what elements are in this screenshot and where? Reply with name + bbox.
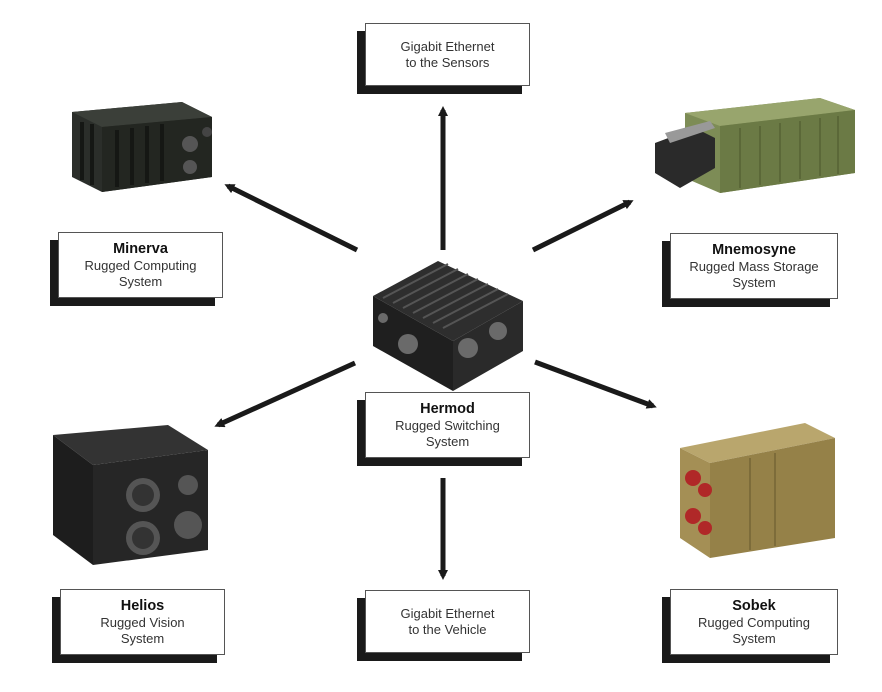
- arrow-to-helios: [214, 360, 357, 428]
- hermod-device-image: [373, 261, 523, 391]
- sobek-name: Sobek: [732, 598, 776, 614]
- hermod-line1: Rugged Switching: [395, 418, 500, 433]
- vehicle-line1: Gigabit Ethernet: [400, 605, 495, 621]
- sensors-node: Gigabit Ethernet to the Sensors: [365, 23, 530, 86]
- mnemosyne-line1: Rugged Mass Storage: [689, 259, 819, 274]
- mnemosyne-node: Mnemosyne Rugged Mass Storage System: [670, 233, 838, 299]
- mnemosyne-device-image: [655, 98, 855, 193]
- arrow-to-minerva: [224, 183, 359, 253]
- helios-line2: System: [120, 631, 165, 646]
- minerva-name: Minerva: [113, 241, 168, 257]
- vehicle-node: Gigabit Ethernet to the Vehicle: [365, 590, 530, 653]
- mnemosyne-line2: System: [732, 275, 776, 290]
- sobek-device-image: [680, 423, 835, 558]
- sensors-line2: to the Sensors: [405, 54, 490, 70]
- sobek-node: Sobek Rugged Computing System: [670, 589, 838, 655]
- vehicle-line2: to the Vehicle: [408, 621, 487, 637]
- minerva-line2: System: [118, 274, 163, 289]
- hermod-node: Hermod Rugged Switching System: [365, 392, 530, 458]
- sobek-line2: System: [732, 631, 776, 646]
- helios-name: Helios: [120, 598, 165, 614]
- mnemosyne-name: Mnemosyne: [712, 242, 796, 258]
- arrow-to-mnemosyne: [531, 199, 634, 253]
- minerva-line1: Rugged Computing: [84, 258, 197, 273]
- helios-node: Helios Rugged Vision System: [60, 589, 225, 655]
- sensors-line1: Gigabit Ethernet: [400, 38, 495, 54]
- helios-device-image: [53, 425, 208, 565]
- helios-line1: Rugged Vision: [100, 615, 185, 630]
- hermod-name: Hermod: [420, 401, 475, 417]
- minerva-node: Minerva Rugged Computing System: [58, 232, 223, 298]
- arrow-to-sobek: [534, 359, 657, 409]
- hermod-line2: System: [425, 434, 470, 449]
- sobek-line1: Rugged Computing: [697, 615, 811, 630]
- minerva-device-image: [72, 102, 212, 192]
